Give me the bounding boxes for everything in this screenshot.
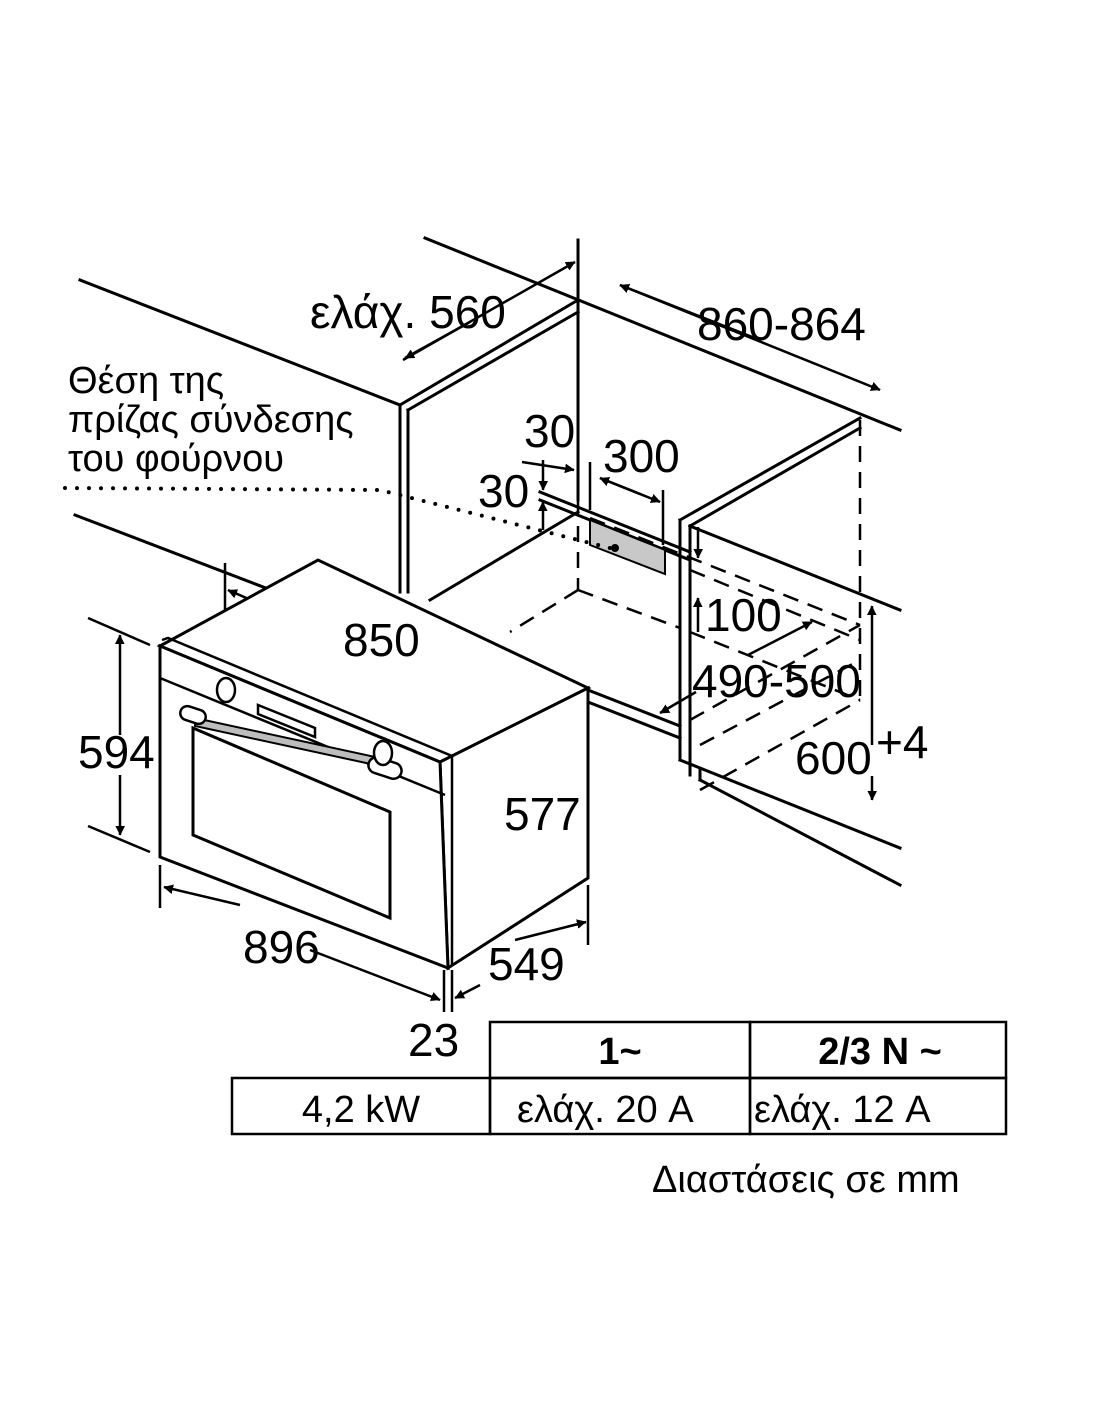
cell-single-phase-fuse: ελάχ. 20 A xyxy=(517,1089,694,1131)
socket-area xyxy=(589,518,666,576)
cell-power: 4,2 kW xyxy=(302,1089,420,1131)
electrical-table: 1~ 2/3 N ~ 4,2 kW ελάχ. 20 A ελάχ. 12 A xyxy=(230,1020,1008,1136)
oven-display xyxy=(256,703,317,739)
label-30-b: 30 xyxy=(478,465,529,517)
label-896: 896 xyxy=(243,921,320,973)
dimension-labels: ελάχ. 560 860-864 Θέση της πρίζας σύνδεσ… xyxy=(68,286,928,1066)
oven-knob-left xyxy=(215,676,237,704)
socket-label-line1: Θέση της xyxy=(68,360,224,402)
socket-label-line2: πρίζας σύνδεσης xyxy=(68,399,354,441)
units-caption: Διαστάσεις σε mm xyxy=(652,1159,960,1201)
cabinet-outline xyxy=(73,236,903,888)
label-600: 600 xyxy=(795,732,872,784)
label-490-500: 490-500 xyxy=(692,655,861,707)
oven xyxy=(156,558,592,971)
label-100: 100 xyxy=(705,589,782,641)
socket-label-line3: του φούρνου xyxy=(68,438,284,480)
socket-dot xyxy=(611,544,619,552)
label-plus4: +4 xyxy=(876,716,928,768)
oven-knob-right xyxy=(372,739,394,767)
label-850: 850 xyxy=(343,614,420,666)
label-577: 577 xyxy=(504,788,581,840)
label-23: 23 xyxy=(408,1014,459,1066)
header-three-phase: 2/3 N ~ xyxy=(818,1031,942,1073)
label-860-864: 860-864 xyxy=(697,298,866,350)
label-30-a: 30 xyxy=(524,405,575,457)
label-594: 594 xyxy=(78,726,155,778)
oven-door-window xyxy=(191,725,392,921)
cell-three-phase-fuse: ελάχ. 12 A xyxy=(754,1089,931,1131)
label-300: 300 xyxy=(603,430,680,482)
dimension-lines xyxy=(87,260,880,1012)
label-549: 549 xyxy=(488,938,565,990)
label-min-560: ελάχ. 560 xyxy=(310,286,506,338)
header-single-phase: 1~ xyxy=(598,1031,641,1073)
